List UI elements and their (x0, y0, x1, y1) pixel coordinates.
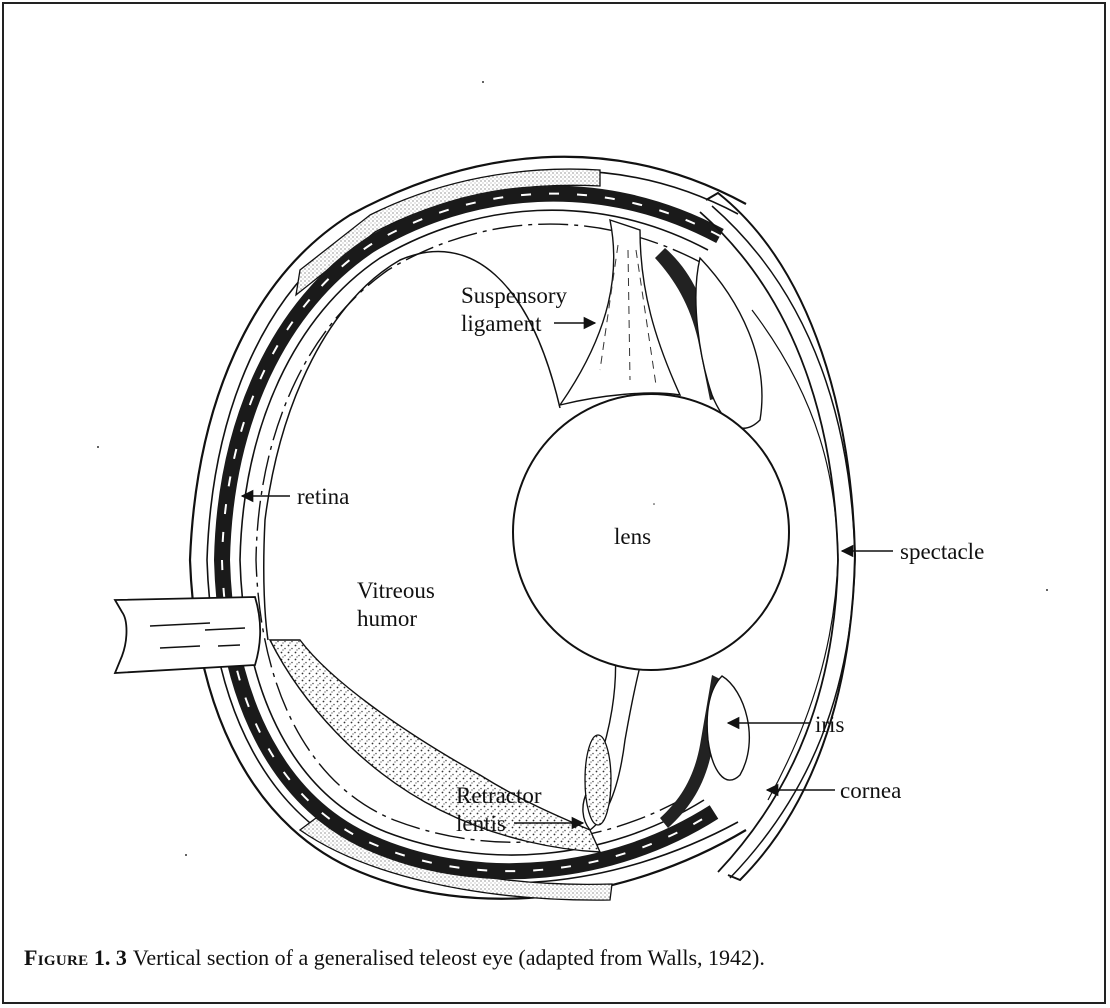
speck (653, 503, 655, 505)
suspensory-ligament (560, 220, 680, 405)
speck (185, 854, 187, 856)
label-cornea: cornea (840, 777, 901, 804)
caption-text: Vertical section of a generalised teleos… (133, 945, 765, 970)
speck (482, 81, 484, 83)
iris-top (696, 258, 762, 428)
label-suspensory: Suspensory (461, 282, 567, 309)
label-retractor: Retractor (456, 782, 542, 809)
eye-section-diagram (0, 0, 1110, 940)
speck (1046, 589, 1048, 591)
label-lentis: lentis (456, 810, 506, 837)
optic-nerve (115, 597, 260, 673)
caption-prefix: Figure (24, 945, 88, 970)
retractor-muscle (585, 735, 611, 825)
label-retina: retina (297, 483, 349, 510)
label-iris: iris (815, 711, 844, 738)
label-vitreous: Vitreous (357, 577, 435, 604)
label-spectacle: spectacle (900, 538, 984, 565)
label-humor: humor (357, 605, 417, 632)
caption-number: 1. 3 (94, 945, 127, 970)
speck (97, 446, 99, 448)
label-ligament: ligament (461, 310, 541, 337)
iris-bottom (707, 676, 749, 780)
label-lens: lens (614, 523, 651, 550)
